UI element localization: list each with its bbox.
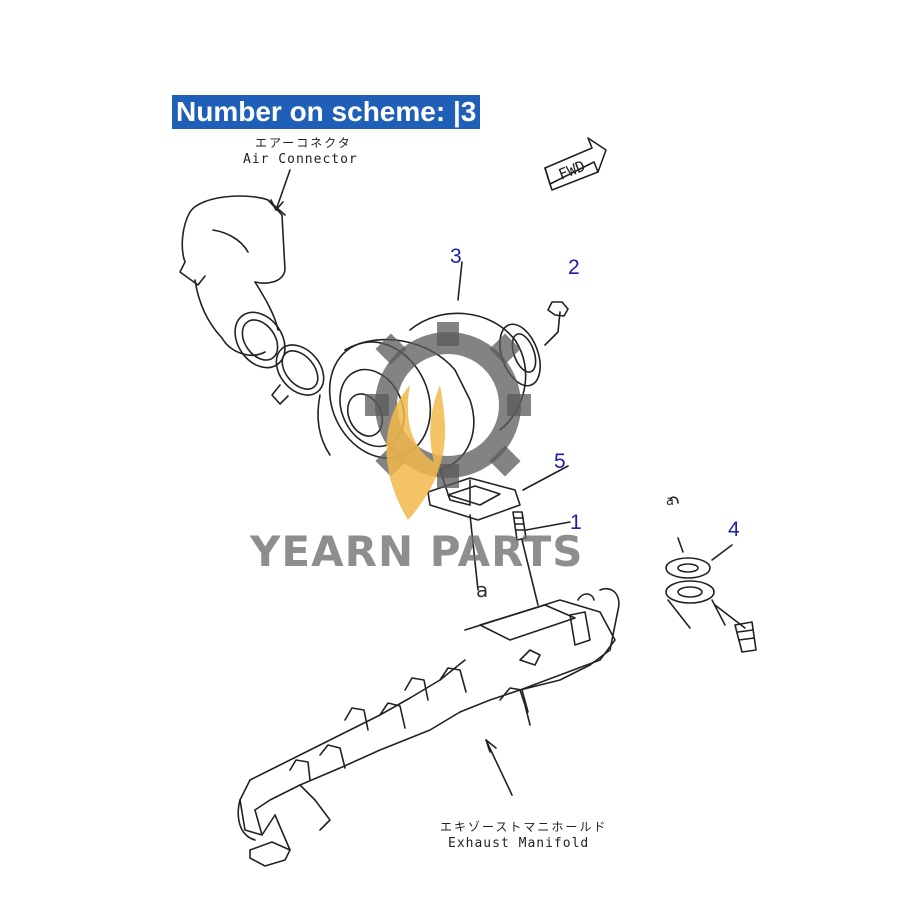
callout-1: 1 [570,511,582,534]
exhaust-manifold-part [237,588,620,867]
callout-5: 5 [554,450,566,473]
gasket-part [427,465,569,591]
callout-2: 2 [568,256,580,279]
seal-ring-part [665,496,757,653]
watermark-text: YEARN PARTS [250,527,584,576]
air-connector-label-jp: エアーコネクタ [255,136,352,150]
gear-flame-logo [365,322,531,520]
air-connector-label-en: Air Connector [243,152,358,167]
fwd-arrow-icon: FWD [544,137,607,191]
ref-a-main: a [476,578,489,602]
scheme-number-banner: Number on scheme: |3 [172,95,481,129]
air-connector-part [179,169,291,369]
exhaust-manifold-label-jp: エキゾーストマニホールド [440,820,608,834]
ref-a-small: a [666,494,674,509]
callout-4: 4 [728,518,740,541]
hose-clamp-part [271,344,325,405]
callout-3: 3 [450,245,462,268]
exhaust-manifold-label-en: Exhaust Manifold [448,836,590,851]
stud-part [512,511,571,606]
